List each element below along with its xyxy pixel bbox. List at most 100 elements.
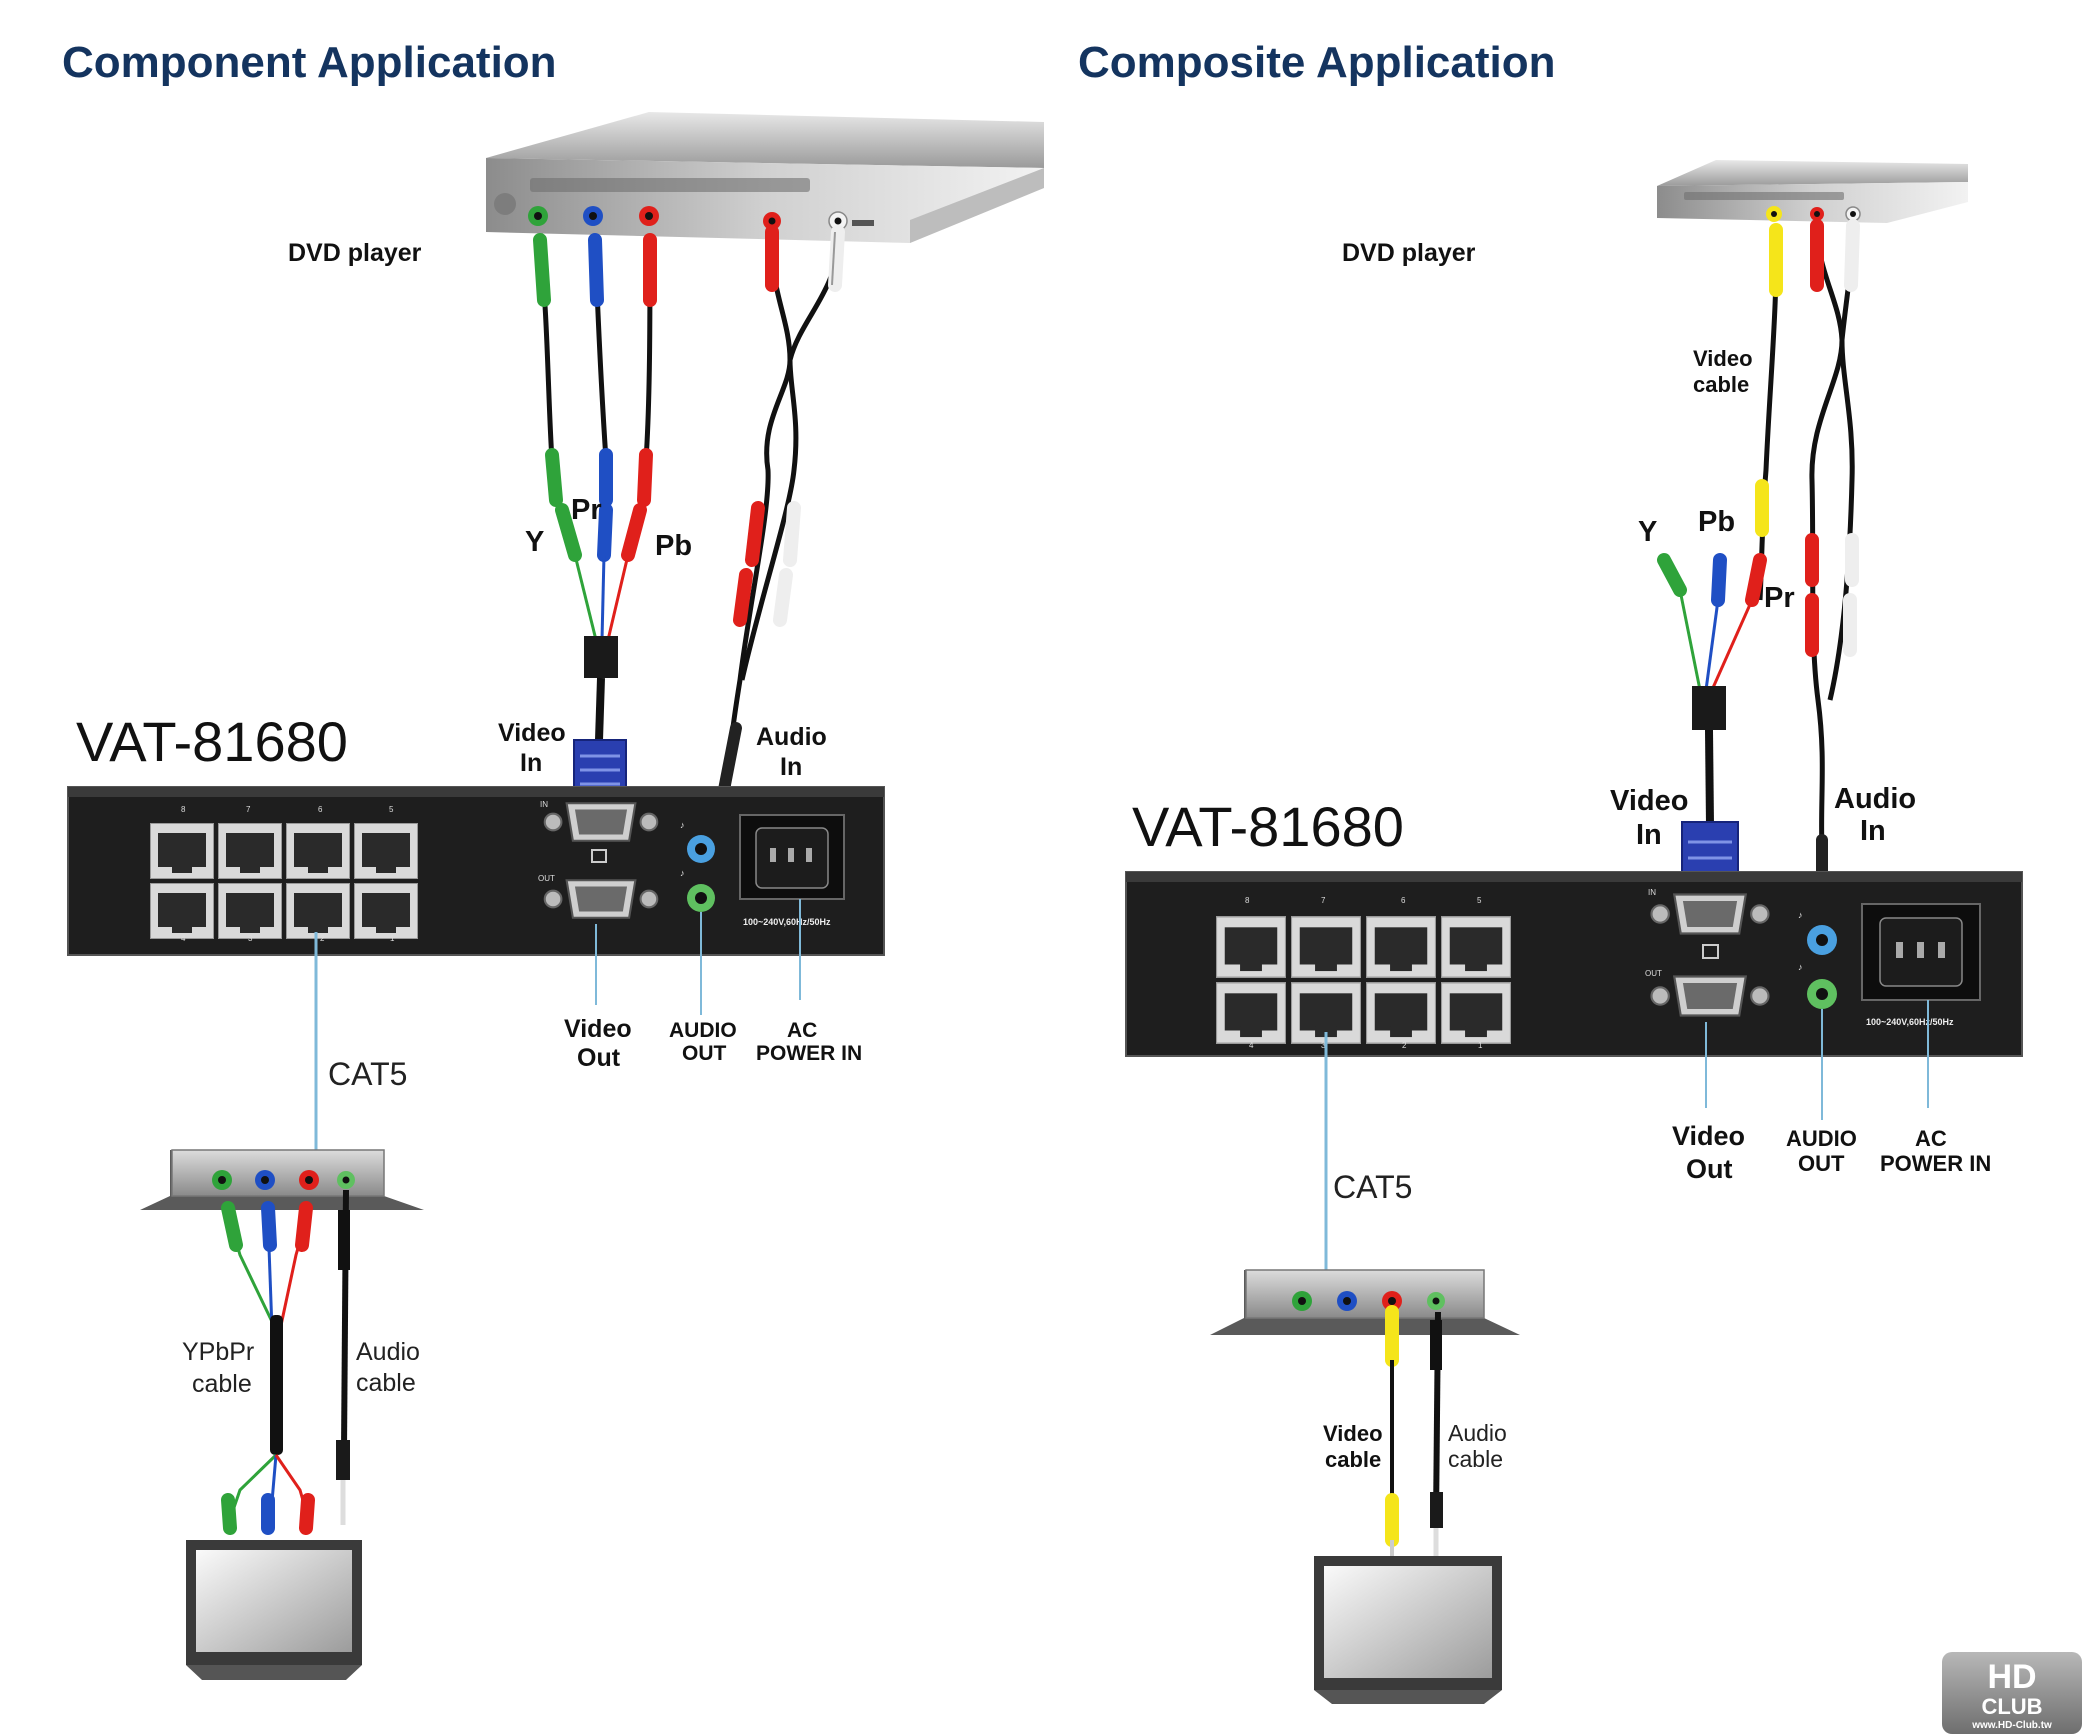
component-audio-cable-label-2: cable — [356, 1369, 416, 1397]
composite-ac-label-2: POWER IN — [1880, 1151, 1991, 1176]
composite-audio-in-label-1: Audio — [1834, 783, 1916, 815]
composite-rj45-ports: 8 7 6 5 4 3 2 1 — [1216, 896, 1511, 1050]
hd-club-watermark: HD CLUB www.HD-Club.tw — [1942, 1652, 2082, 1734]
component-port-num-2: 2 — [320, 934, 325, 943]
composite-rx-jack-red — [1382, 1291, 1402, 1311]
composite-port-num-7: 7 — [1321, 896, 1326, 905]
component-port-num-4: 4 — [181, 934, 186, 943]
composite-y-label: Y — [1638, 516, 1657, 548]
component-pr-label: Pr — [571, 494, 602, 526]
composite-tv — [1314, 1556, 1502, 1704]
composite-port-num-6: 6 — [1401, 896, 1406, 905]
component-power-spec: 100~240V,60Hz/50Hz — [743, 917, 831, 927]
component-pb-label: Pb — [655, 530, 692, 562]
composite-vga-out-tag: OUT — [1645, 969, 1662, 978]
component-ypbpr-cable-label-1: YPbPr — [182, 1338, 254, 1366]
composite-ac-label-1: AC — [1915, 1126, 1947, 1151]
composite-port-num-3: 3 — [1321, 1041, 1326, 1050]
composite-rx-jack-blue — [1337, 1291, 1357, 1311]
composite-video-in-label-1: Video — [1610, 785, 1688, 817]
component-rx-jack-audio — [337, 1171, 355, 1189]
component-dvd-jack-audio-red — [763, 212, 781, 230]
component-rx-jack-blue — [255, 1170, 275, 1190]
composite-dvd-jack-audio-red — [1810, 207, 1824, 221]
composite-audio-in-label-2: In — [1860, 815, 1886, 847]
component-ac-label-1: AC — [787, 1019, 817, 1042]
composite-dvd-jack-yellow — [1766, 206, 1782, 222]
component-ac-inlet — [739, 814, 845, 900]
component-audio-cable-label-1: Audio — [356, 1338, 420, 1366]
component-vga-out-tag: OUT — [538, 874, 555, 883]
composite-model-label: VAT-81680 — [1132, 795, 1404, 858]
component-audio-cable — [714, 225, 845, 831]
component-y-label: Y — [525, 526, 544, 558]
composite-video-cable — [1755, 223, 1783, 601]
watermark-line-2: CLUB — [1981, 1694, 2042, 1719]
composite-rx-jack-audio — [1427, 1292, 1445, 1310]
component-ypbpr-cables — [533, 233, 657, 803]
composite-power-spec: 100~240V,60Hz/50Hz — [1866, 1017, 1954, 1027]
watermark-line-3: www.HD-Club.tw — [1971, 1720, 2052, 1731]
component-vga-in-tag: IN — [540, 800, 548, 809]
composite-audio-out-symbol: ♪ — [1798, 962, 1803, 972]
composite-ac-inlet — [1861, 903, 1981, 1001]
component-video-in-label-2: In — [520, 749, 542, 777]
component-port-num-1: 1 — [390, 934, 395, 943]
composite-audio-out-label-1: AUDIO — [1786, 1126, 1857, 1151]
component-tv — [186, 1540, 362, 1680]
component-dvd-jack-red — [639, 206, 659, 226]
composite-video-cable-label-1: Video — [1693, 346, 1753, 371]
component-port-num-7: 7 — [246, 805, 251, 814]
component-audio-in-label-2: In — [780, 753, 802, 781]
composite-dvd-jack-audio-white — [1845, 206, 1861, 222]
component-dvd-jack-green — [528, 206, 548, 226]
component-port-num-6: 6 — [318, 805, 323, 814]
component-audio-out-label-1: AUDIO — [669, 1019, 737, 1042]
component-cat5-label: CAT5 — [328, 1056, 407, 1092]
component-port-num-5: 5 — [389, 805, 394, 814]
component-audio-out-label-2: OUT — [682, 1042, 727, 1065]
component-main-unit: 8 7 6 5 4 3 2 1 IN OUT ♪ ♪ — [67, 786, 885, 956]
component-dvd-player — [486, 112, 1044, 243]
composite-port-num-2: 2 — [1402, 1041, 1407, 1050]
component-audio-out-jack — [687, 884, 715, 912]
composite-rx-audio-label-2: cable — [1448, 1446, 1503, 1472]
component-audio-out-symbol: ♪ — [680, 868, 685, 878]
composite-dvd-player — [1657, 160, 1968, 223]
composite-video-out-label-1: Video — [1672, 1121, 1745, 1151]
composite-port-num-8: 8 — [1245, 896, 1250, 905]
composite-rx-video-label-2: cable — [1325, 1447, 1381, 1472]
component-video-out-label-2: Out — [577, 1044, 621, 1072]
composite-video-cable-label-2: cable — [1693, 372, 1749, 397]
component-audio-in-jack — [687, 835, 715, 863]
composite-rx-audio-label-1: Audio — [1448, 1420, 1507, 1446]
composite-audio-out-jack — [1807, 979, 1837, 1009]
composite-port-num-5: 5 — [1477, 896, 1482, 905]
component-ac-label-2: POWER IN — [756, 1042, 862, 1065]
component-rj45-ports: 8 7 6 5 4 3 2 1 — [150, 805, 418, 943]
composite-dvd-label: DVD player — [1342, 239, 1476, 267]
component-rx-jack-green — [212, 1170, 232, 1190]
watermark-line-1: HD — [1987, 1658, 2036, 1696]
composite-main-unit: 8 7 6 5 4 3 2 1 IN OUT ♪ ♪ — [1125, 871, 2023, 1057]
component-port-num-8: 8 — [181, 805, 186, 814]
composite-pr-label: Pr — [1764, 582, 1795, 614]
component-dvd-label: DVD player — [288, 239, 422, 267]
composite-video-in-label-2: In — [1636, 819, 1662, 851]
composite-video-out-label-2: Out — [1686, 1154, 1733, 1184]
component-dvd-jack-blue — [583, 206, 603, 226]
component-ypbpr-cable-label-2: cable — [192, 1370, 252, 1398]
component-audio-in-label-1: Audio — [756, 723, 827, 751]
component-rx-cables — [221, 1189, 350, 1535]
component-model-label: VAT-81680 — [76, 710, 348, 773]
component-rx-jack-red — [299, 1170, 319, 1190]
composite-pb-label: Pb — [1698, 506, 1735, 538]
composite-port-num-1: 1 — [1478, 1041, 1483, 1050]
composite-audio-in-symbol: ♪ — [1798, 910, 1803, 920]
component-audio-in-symbol: ♪ — [680, 820, 685, 830]
composite-port-num-4: 4 — [1249, 1041, 1254, 1050]
component-video-in-label-1: Video — [498, 719, 566, 747]
component-video-out-label-1: Video — [564, 1015, 632, 1043]
composite-rx-video-label-1: Video — [1323, 1421, 1383, 1446]
